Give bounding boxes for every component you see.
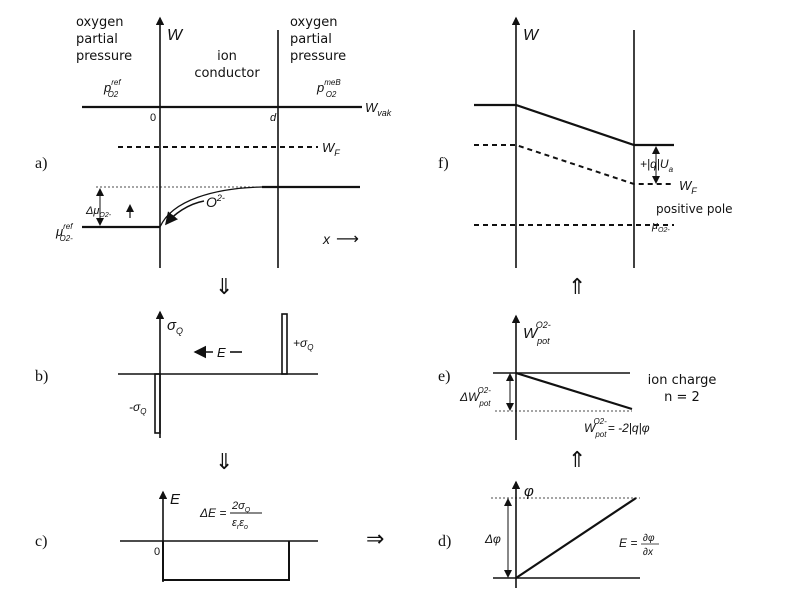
panel-b-sigma-label: σQ: [167, 317, 183, 336]
panel-e-w-equation: WpotO2-= -2|q|φ: [584, 417, 650, 439]
panel-d-potential-line: [515, 497, 637, 579]
panel-a-delta-mu-arrow-up: [96, 188, 104, 196]
panel-c-formula-lhs: ΔE =: [199, 506, 226, 520]
arrow-d-to-e: ⇑: [568, 448, 586, 473]
panel-b-negative-charge: [154, 373, 161, 434]
panel-c-zero: 0: [154, 546, 160, 558]
panel-e-w-label: WpotO2-: [523, 320, 551, 346]
panel-e-delta-arrow-down: [506, 403, 514, 411]
panel-c-field-profile: [162, 541, 290, 581]
panel-f-mu: μO2-: [651, 220, 670, 234]
panel-a-wvak: Wvak: [365, 100, 392, 118]
panel-e: e) WpotO2- ΔWpotO2- WpotO2-= -2|q|φ: [438, 314, 650, 440]
panel-b-e-label: E: [217, 345, 226, 360]
panel-b-label: b): [35, 368, 48, 385]
panel-b-minus-sigma: -σQ: [129, 400, 146, 416]
panel-d-delta-phi-arrow-up: [504, 498, 512, 506]
panel-d-label: d): [438, 533, 451, 550]
panel-f-label: f): [438, 155, 449, 172]
panel-f-fermi-line: [474, 144, 674, 185]
panel-a-w-label: W: [167, 27, 184, 44]
panel-b: b) σQ -σQ +σQ E: [35, 310, 318, 438]
panel-f-voltage: +|q|Ua: [640, 157, 674, 174]
panel-a-wf: WF: [322, 140, 340, 158]
panel-b-plus-sigma: +σQ: [293, 336, 313, 352]
panel-c-formula-den: εrεo: [232, 517, 248, 531]
panel-d-phi-label: φ: [524, 483, 534, 500]
annot-line: ion: [217, 49, 237, 64]
panel-e-delta-w: ΔWpotO2-: [459, 386, 491, 408]
panel-c-e-label: E: [170, 491, 181, 508]
panel-f-vacuum-line: [474, 103, 674, 147]
panel-f-voltage-arrow-down: [652, 176, 660, 184]
annot-line: n = 2: [664, 390, 700, 405]
panel-d-formula-num: ∂φ: [643, 533, 655, 544]
panel-f-w-label: W: [523, 27, 540, 44]
arrow-e-to-f: ⇑: [568, 275, 586, 300]
oxygen-partial-pressure-left: oxygen partial pressure: [76, 14, 132, 65]
panel-e-energy-line: [515, 371, 633, 411]
annot-line: partial: [290, 32, 332, 47]
arrow-b-to-c: ⇓: [215, 450, 233, 475]
panel-f-voltage-arrow-up: [652, 146, 660, 154]
annot-line: partial: [76, 32, 118, 47]
arrow-c-to-d: ⇒: [366, 527, 384, 552]
panel-a-x-arrow: ⟶: [336, 229, 359, 248]
annot-line: oxygen: [76, 15, 124, 30]
panel-d-delta-phi-arrow-down: [504, 570, 512, 578]
panel-d-formula-lhs: E =: [619, 536, 637, 550]
panel-c: c) E 0 ΔE = 2σQ εrεo: [35, 490, 318, 582]
annot-line: pressure: [290, 49, 347, 64]
panel-a-delta-mu: ΔμO2-: [85, 205, 112, 219]
annot-line: oxygen: [290, 15, 338, 30]
oxygen-partial-pressure-right: oxygen partial pressure: [290, 14, 346, 65]
panel-a-x-label: x: [322, 231, 331, 247]
panel-c-formula-num: 2σQ: [231, 500, 251, 514]
panel-e-label: e): [438, 368, 450, 385]
arrow-a-to-b: ⇓: [215, 275, 233, 300]
panel-a-delta-mu-arrow-down: [96, 218, 104, 226]
panel-a-o2-label: O2-: [206, 193, 225, 210]
panel-f: f) W WF +|q|Ua μO2-: [438, 16, 697, 268]
panel-a-o2-arrow: [165, 200, 205, 226]
panel-d-formula-den: ∂x: [643, 547, 654, 558]
annot-line: conductor: [194, 66, 260, 81]
ion-conductor-label: ion conductor: [192, 48, 262, 82]
panel-c-label: c): [35, 533, 47, 550]
panel-b-positive-charge: [281, 313, 288, 375]
panel-f-wf: WF: [679, 178, 697, 196]
annot-line: pressure: [76, 49, 133, 64]
panel-d: d) φ Δφ E = ∂φ ∂x: [438, 480, 659, 588]
positive-pole-label: positive pole: [656, 202, 733, 216]
annot-line: ion charge: [647, 373, 717, 388]
panel-a-d-label: d: [270, 112, 277, 124]
panel-d-delta-phi: Δφ: [484, 532, 501, 546]
panel-a-zero-label: 0: [150, 112, 156, 124]
panel-e-delta-arrow-up: [506, 373, 514, 381]
ion-charge-label: ion charge n = 2: [640, 372, 724, 406]
panel-a-small-up-arrow: [126, 204, 134, 212]
panel-a-label: a): [35, 155, 47, 172]
